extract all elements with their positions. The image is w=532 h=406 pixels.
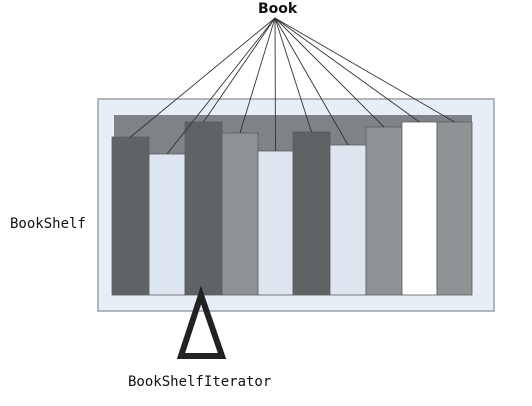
book-3	[184, 121, 223, 296]
book-connector-line-4	[239, 17, 276, 134]
book-connector-line-1	[130, 17, 276, 138]
book-4	[221, 132, 259, 296]
iterator-triangle-icon	[176, 285, 227, 359]
book-8	[365, 126, 403, 296]
book-label: Book	[258, 1, 298, 17]
book-connector-line-8	[274, 17, 385, 128]
book-connector-line-2	[166, 17, 276, 155]
book-1	[111, 136, 150, 296]
book-6	[292, 131, 331, 296]
book-connector-lines	[130, 17, 455, 155]
book-connector-line-7	[274, 17, 349, 146]
books-group	[111, 121, 473, 296]
book-connector-line-5	[274, 17, 276, 152]
book-7	[329, 144, 367, 296]
book-connector-line-9	[274, 17, 420, 123]
book-10	[436, 121, 473, 296]
book-9	[401, 121, 438, 296]
iterator-label: BookShelfIterator	[128, 374, 271, 390]
book-2	[148, 153, 186, 296]
bookshelf-label: BookShelf	[10, 216, 86, 232]
book-connector-line-10	[274, 17, 455, 123]
book-connector-line-6	[274, 17, 312, 133]
book-5	[257, 150, 294, 296]
book-connector-line-3	[203, 17, 276, 123]
